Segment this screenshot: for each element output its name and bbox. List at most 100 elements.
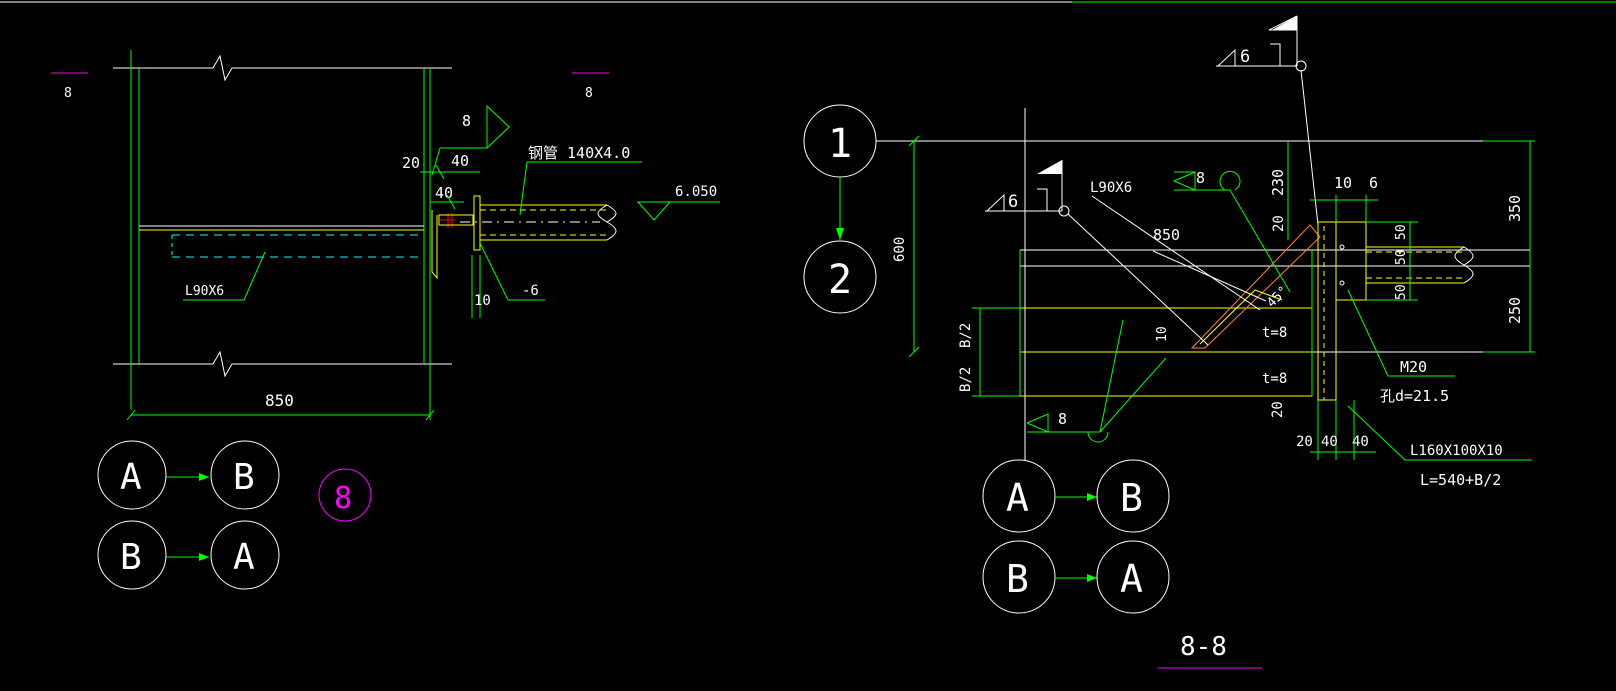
axis-bubble-label: B (233, 457, 255, 498)
dim-40-b-text: 40 (1352, 434, 1369, 450)
angle-label-line (1091, 195, 1261, 311)
weld-symbol-mid-bracket (1037, 188, 1048, 211)
pipe-break (597, 204, 617, 241)
dim-b2-top-text: B/2 (958, 323, 974, 348)
weld-8-bottom-leader-b (1099, 357, 1167, 433)
weld-8-top-symbol (1172, 171, 1196, 191)
axis-bubble-label: A (1120, 557, 1143, 601)
weld-symbol-mid-circle (1058, 205, 1070, 217)
dim-20-top-text: 20 (1271, 215, 1287, 232)
right-axis-pair-1: A B (982, 459, 1170, 533)
brace-gusset (1199, 289, 1283, 345)
plate-label-text: -6 (522, 283, 539, 299)
weld-8-top-circle (1219, 170, 1241, 191)
weld-symbol-mid-tri (986, 193, 1005, 212)
elevation-triangle (637, 201, 671, 221)
angle-label-text: L90X6 (1090, 180, 1132, 196)
weld-symbol-top (440, 104, 510, 149)
weld-top-leader (1300, 69, 1319, 226)
section-mark-right-text: 8 (585, 86, 593, 101)
angle-label: L90X6 (185, 284, 224, 299)
axis-bubble-label: A (120, 457, 142, 498)
axis-arrow-head (1087, 493, 1097, 501)
dim-b2-bottom-text: B/2 (958, 367, 974, 392)
dim-230-text: 230 (1269, 169, 1287, 196)
diagonal-brace (1190, 224, 1321, 349)
dim-350-text: 350 (1506, 195, 1524, 222)
weld-symbol-top-tri (1217, 48, 1236, 67)
right-section-view: 1 2 600 B/2 B/2 850 L90X (803, 15, 1535, 669)
weld-leader-top (431, 147, 441, 176)
axis-arrow-head (199, 473, 209, 481)
weld-8-bottom-symbol (1026, 413, 1049, 433)
left-elevation-view: 8 8 L90X6 (51, 50, 720, 522)
axis-bubble (982, 540, 1056, 614)
weld-size-text: 8 (462, 112, 471, 130)
dim-40-top-text: 40 (451, 152, 469, 170)
detail-number-circle (318, 468, 372, 522)
bolt-text: M20 (1400, 358, 1427, 376)
length-text: L=540+B/2 (1420, 471, 1501, 489)
dim-10-text: 10 (1334, 174, 1352, 192)
dim-600-text: 600 (892, 237, 908, 262)
dim-40-text: 40 (435, 184, 453, 202)
grid-bubble-2 (803, 240, 877, 314)
axis-bubble (982, 459, 1056, 533)
dim-tick-1 (435, 164, 445, 180)
weld-8-bottom-leader-a (1099, 319, 1124, 433)
hole-text: 孔d=21.5 (1380, 387, 1449, 405)
dim-tick-2 (446, 194, 456, 210)
left-axis-pair-1: A B (97, 440, 280, 510)
end-plate (473, 195, 481, 251)
angle-big-leader (1347, 405, 1532, 461)
weld-8-bottom-circle (1087, 431, 1109, 443)
dim-600-tick-a (908, 135, 920, 147)
section-title: 8-8 (1180, 632, 1227, 662)
axis-bubble-label: B (1006, 557, 1029, 601)
dim-600-tick-b (908, 346, 920, 358)
elevation-text: 6.050 (675, 184, 717, 200)
axis-bubble (97, 440, 167, 510)
axis-bubble (210, 440, 280, 510)
weld-symbol-top-bracket (1270, 43, 1281, 66)
t8-bottom-text: t=8 (1262, 371, 1287, 387)
dim-20-text: 20 (402, 154, 420, 172)
angle-big-text: L160X100X10 (1410, 443, 1503, 459)
weld-flag-mid-fill (1037, 160, 1062, 174)
axis-bubble-label: B (1120, 476, 1143, 520)
bolt-leader (1347, 289, 1455, 377)
dim-250-text: 250 (1506, 297, 1524, 324)
dim-50-a-text: 50 (1394, 224, 1409, 240)
dim-6-text: 6 (1369, 174, 1378, 192)
axis-bubble (1096, 459, 1170, 533)
weld-8-bottom-text: 8 (1058, 410, 1067, 428)
dim-50-c-text: 50 (1394, 284, 1409, 300)
dim-40-a-text: 40 (1321, 434, 1338, 450)
bolt-box (438, 214, 474, 226)
bolt-1 (1339, 244, 1345, 250)
angle-leader (183, 251, 266, 301)
axis-bubble-label: A (233, 537, 255, 578)
pipe-break (1454, 246, 1474, 284)
bolt-2 (1339, 280, 1345, 286)
dim-10-diag-text: 10 (1155, 326, 1170, 342)
axis-arrow-head (1087, 574, 1097, 582)
grid-link-arrow (836, 228, 844, 240)
column-angle (1317, 221, 1337, 401)
axis-bubble (1096, 540, 1170, 614)
axis-bubble (210, 520, 280, 590)
top-break-line (113, 54, 452, 82)
weld-top-text: 6 (1240, 47, 1250, 67)
pipe-label-text: 钢管 140X4.0 (528, 144, 630, 162)
plate-label-leader (479, 242, 545, 301)
dim-50-b-text: 50 (1394, 249, 1409, 265)
dim-10-text: 10 (474, 293, 491, 309)
weld-8-top-text: 8 (1196, 169, 1205, 187)
weld-flag-top-fill (1272, 16, 1297, 30)
axis-bubble-label: B (120, 537, 142, 578)
connection-plate (1335, 221, 1367, 301)
dim-20-bottom-text: 20 (1270, 401, 1286, 418)
dim-850-text: 850 (1153, 226, 1180, 244)
dim-20-b-text: 20 (1296, 434, 1313, 450)
